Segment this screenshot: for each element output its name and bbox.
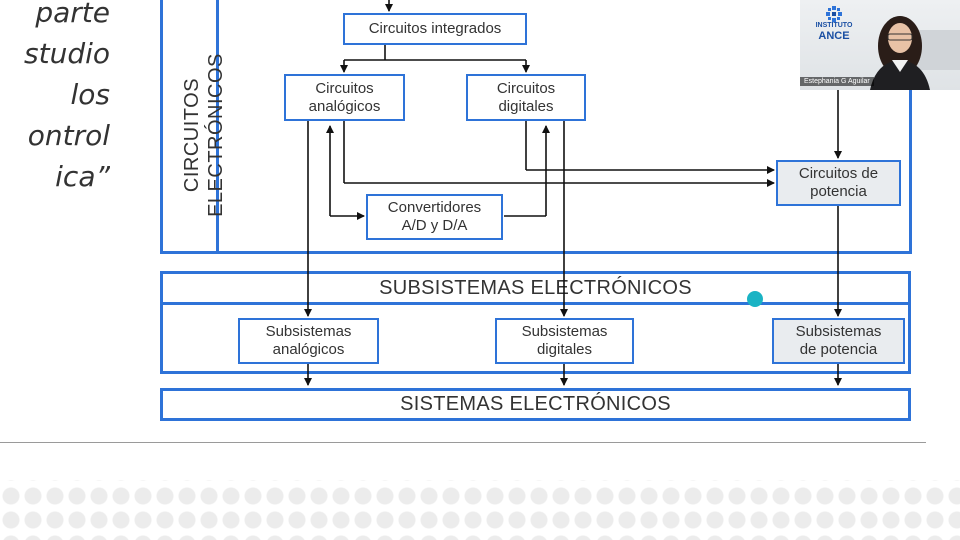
quote-line: parte bbox=[35, 0, 110, 29]
subsystems-title: SUBSISTEMAS ELECTRÓNICOS bbox=[379, 277, 692, 299]
box-subsistemas-potencia: Subsistemas de potencia bbox=[772, 318, 905, 364]
electronics-diagram: CIRCUITOS ELECTRÓNICOS SUBSISTEMAS ELECT… bbox=[160, 0, 912, 421]
logo-line2: ANCE bbox=[818, 30, 850, 42]
box-circuitos-integrados: Circuitos integrados bbox=[343, 13, 527, 45]
slide-quote: parte studio los ontrol ica” bbox=[0, 0, 110, 197]
quote-line: studio bbox=[24, 37, 110, 70]
quote-line: los bbox=[70, 78, 111, 111]
quote-line: ontrol bbox=[27, 119, 110, 152]
box-circuitos-analogicos: Circuitos analógicos bbox=[284, 74, 405, 121]
systems-title: SISTEMAS ELECTRÓNICOS bbox=[400, 393, 671, 415]
systems-band bbox=[160, 388, 911, 421]
diagram-arrows bbox=[304, 0, 842, 386]
subsystems-header bbox=[160, 271, 911, 305]
participant-name: Estephania G Aguilar bbox=[800, 77, 874, 86]
box-convertidores: Convertidores A/D y D/A bbox=[366, 194, 503, 240]
ance-logo-icon bbox=[826, 6, 842, 22]
divider-line bbox=[0, 442, 926, 443]
dotted-footer-pattern bbox=[0, 480, 960, 540]
laser-pointer bbox=[747, 291, 763, 307]
quote-line: ica” bbox=[55, 160, 110, 193]
logo-line1: INSTITUTO bbox=[815, 22, 853, 29]
box-circuitos-digitales: Circuitos digitales bbox=[466, 74, 586, 121]
box-subsistemas-analogicos: Subsistemas analógicos bbox=[238, 318, 379, 364]
box-circuitos-potencia: Circuitos de potencia bbox=[776, 160, 901, 206]
circuits-label-column bbox=[160, 0, 219, 254]
ance-logo: INSTITUTO ANCE bbox=[814, 6, 854, 42]
box-subsistemas-digitales: Subsistemas digitales bbox=[495, 318, 634, 364]
participant-avatar bbox=[870, 16, 930, 90]
participant-video-tile[interactable]: INSTITUTO ANCE Estephania G Aguilar bbox=[800, 0, 960, 90]
